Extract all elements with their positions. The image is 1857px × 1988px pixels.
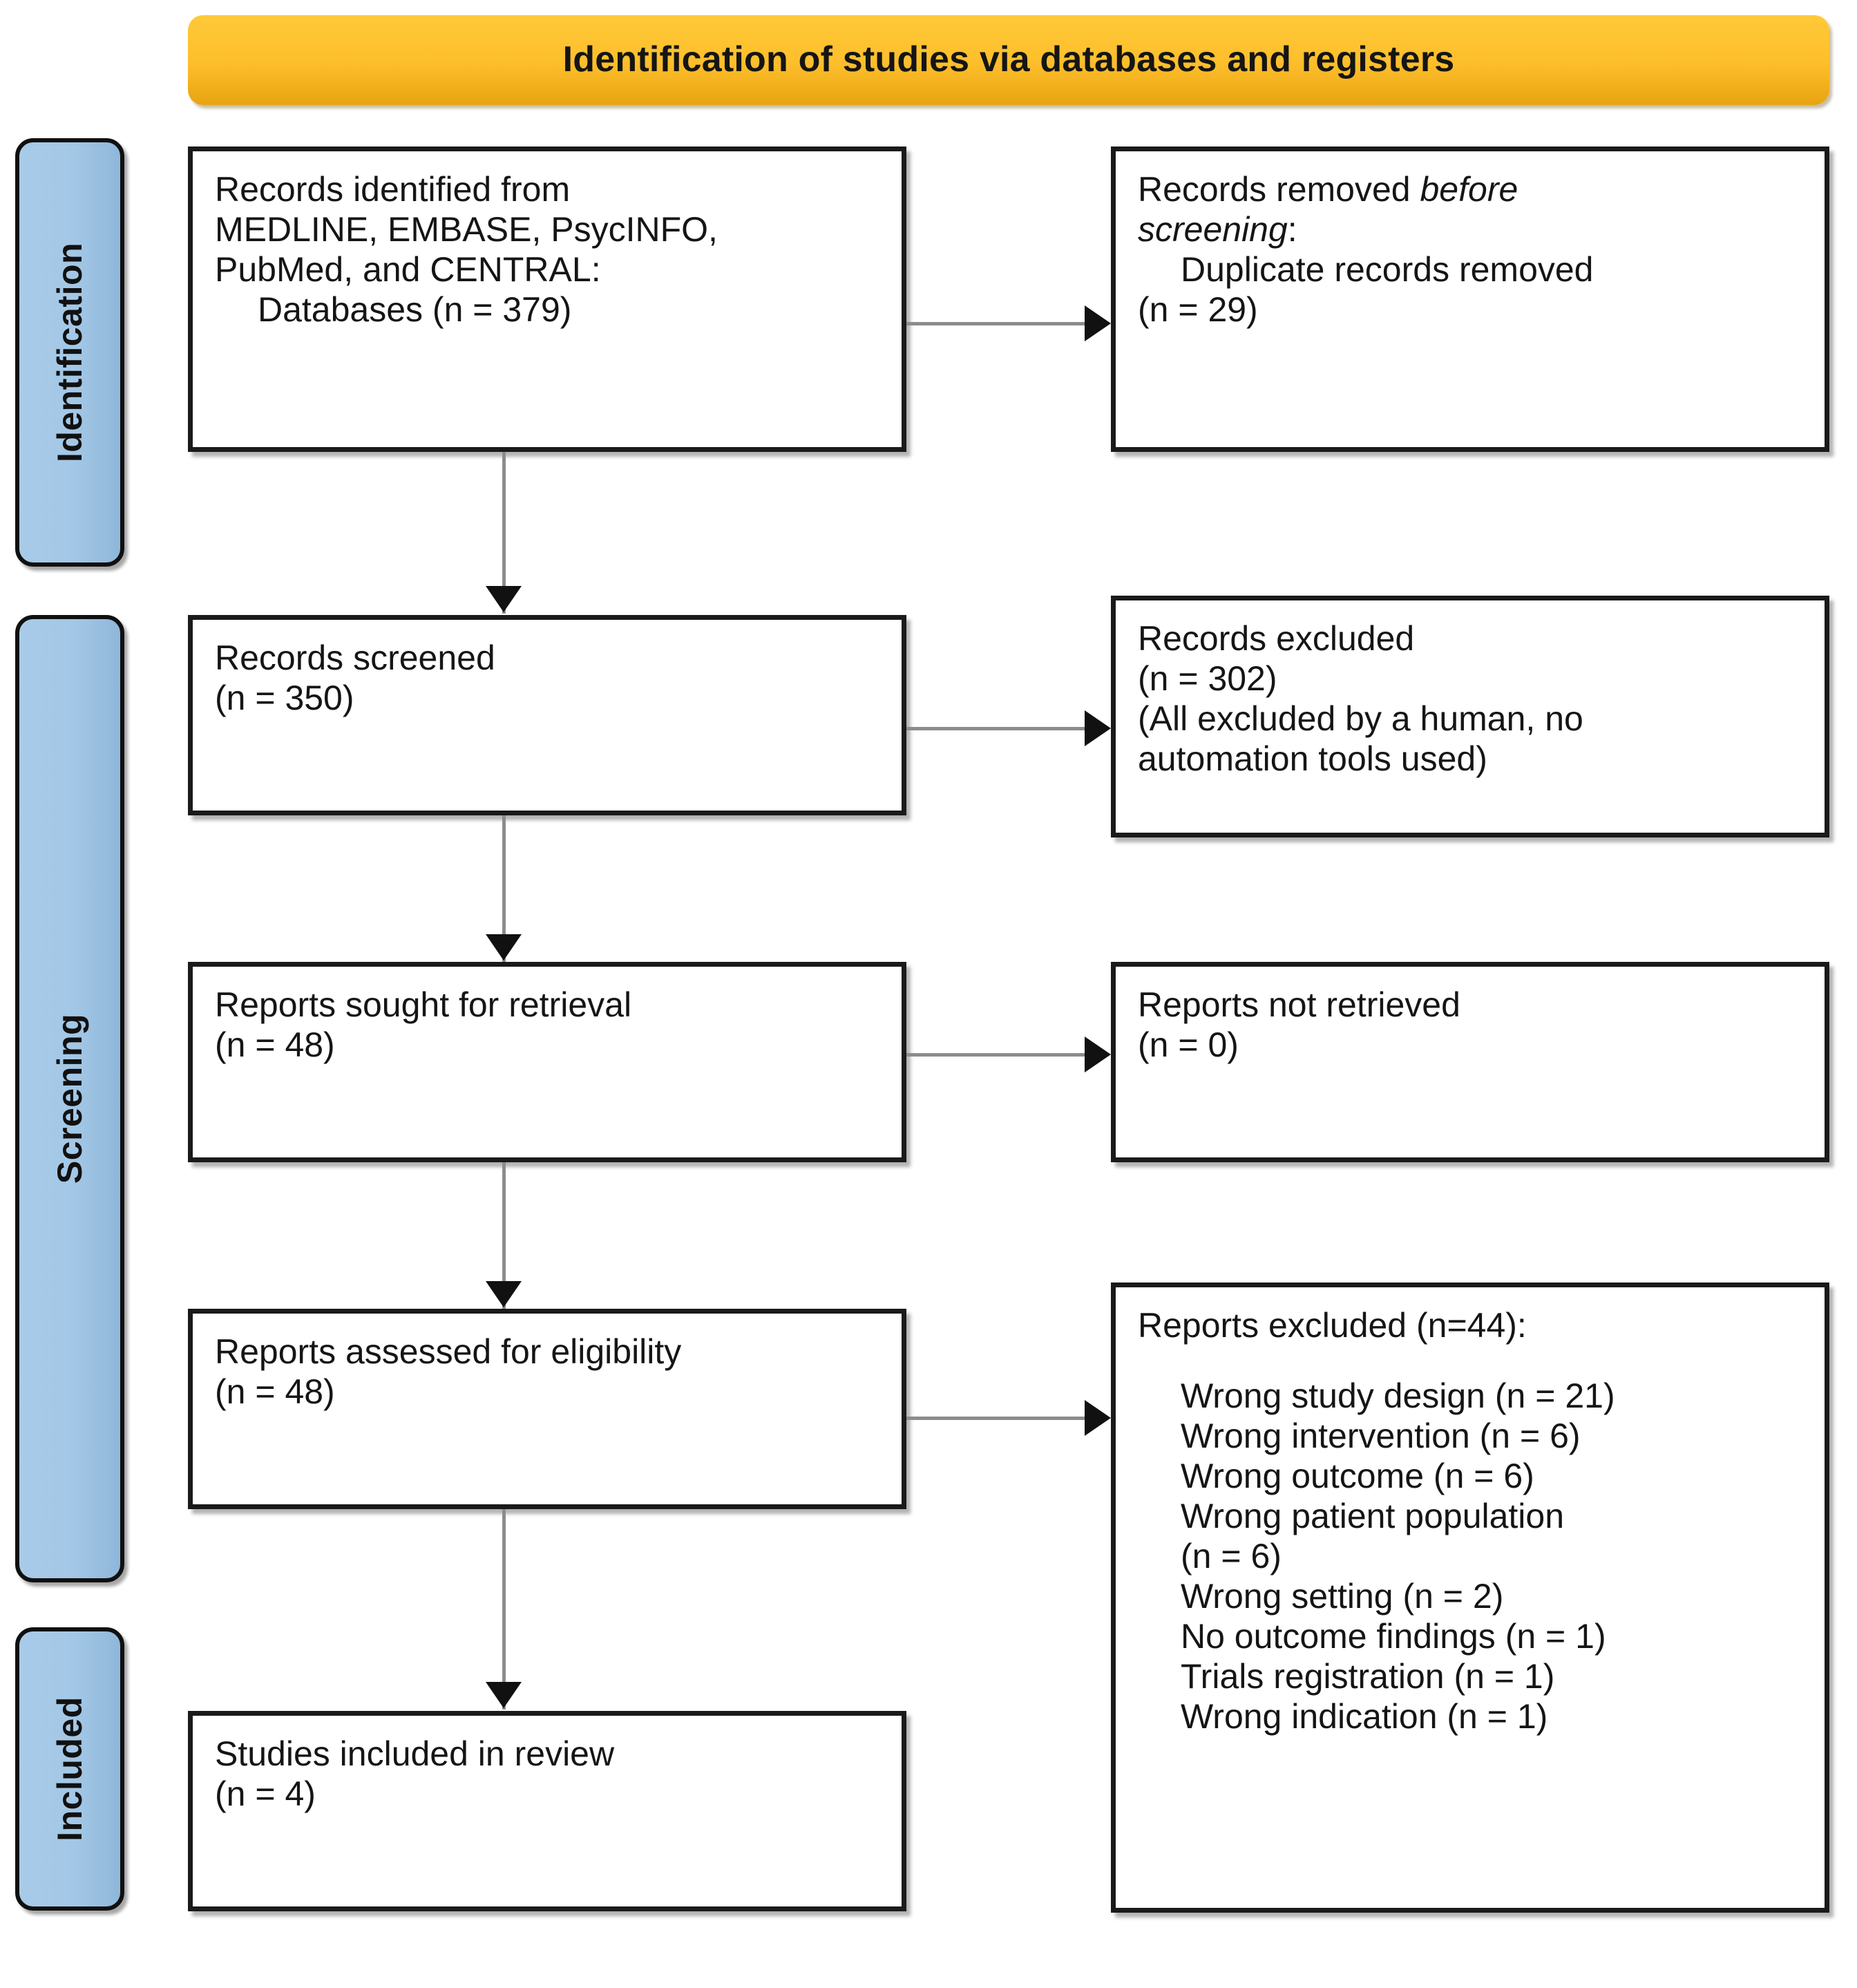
reports-sought-line2: (n = 48) xyxy=(215,1025,335,1064)
reports-excluded-heading: Reports excluded (n=44): xyxy=(1138,1306,1527,1345)
box-records-excluded: Records excluded (n = 302) (All excluded… xyxy=(1111,596,1829,837)
connector-screened-to-excluded xyxy=(906,727,1087,730)
box-records-removed: Records removed before screening: Duplic… xyxy=(1111,146,1829,452)
reports-assessed-line2: (n = 48) xyxy=(215,1372,335,1411)
studies-included-line1: Studies included in review xyxy=(215,1734,615,1773)
reports-excluded-reason: Wrong intervention (n = 6) xyxy=(1181,1417,1581,1455)
reports-excluded-reason: Wrong study design (n = 21) xyxy=(1181,1376,1615,1415)
arrowhead-sought-to-not-retrieved xyxy=(1085,1036,1111,1072)
arrowhead-screened-to-sought xyxy=(486,934,522,960)
connector-screened-to-sought xyxy=(502,815,506,962)
arrowhead-identified-to-screened xyxy=(486,586,522,612)
banner-title: Identification of studies via databases … xyxy=(562,39,1455,80)
reports-assessed-line1: Reports assessed for eligibility xyxy=(215,1332,682,1371)
arrowhead-identified-to-removed xyxy=(1085,305,1111,341)
box-studies-included: Studies included in review (n = 4) xyxy=(188,1711,906,1911)
records-screened-line2: (n = 350) xyxy=(215,679,354,717)
records-removed-line2: screening: xyxy=(1138,209,1807,249)
connector-sought-to-assessed xyxy=(502,1162,506,1309)
reports-not-retrieved-line2: (n = 0) xyxy=(1138,1025,1239,1064)
reports-excluded-reason: Wrong indication (n = 1) xyxy=(1181,1697,1548,1736)
records-removed-line1-text: Records removed xyxy=(1138,170,1420,209)
stage-label-included: Included xyxy=(50,1696,90,1842)
records-excluded-line1: Records excluded xyxy=(1138,619,1415,658)
arrowhead-assessed-to-excluded xyxy=(1085,1400,1111,1436)
records-identified-line3: PubMed, and CENTRAL: xyxy=(215,250,601,289)
box-reports-not-retrieved: Reports not retrieved (n = 0) xyxy=(1111,962,1829,1162)
reports-sought-line1: Reports sought for retrieval xyxy=(215,985,632,1024)
box-reports-excluded: Reports excluded (n=44): Wrong study des… xyxy=(1111,1282,1829,1913)
connector-identified-to-screened xyxy=(502,452,506,614)
records-excluded-line2: (n = 302) xyxy=(1138,659,1277,698)
connector-assessed-to-included xyxy=(502,1509,506,1710)
stage-bar-screening: Screening xyxy=(15,615,124,1582)
arrowhead-assessed-to-included xyxy=(486,1682,522,1708)
reports-excluded-reason: Wrong setting (n = 2) xyxy=(1181,1577,1504,1616)
stage-bar-identification: Identification xyxy=(15,138,124,567)
records-identified-line4: Databases (n = 379) xyxy=(258,290,572,329)
records-screened-line1: Records screened xyxy=(215,638,495,677)
stage-bar-included: Included xyxy=(15,1627,124,1911)
reports-excluded-reason: Trials registration (n = 1) xyxy=(1181,1657,1555,1696)
stage-label-screening: Screening xyxy=(50,1013,89,1184)
box-reports-assessed: Reports assessed for eligibility (n = 48… xyxy=(188,1309,906,1509)
box-reports-sought: Reports sought for retrieval (n = 48) xyxy=(188,962,906,1162)
arrowhead-sought-to-assessed xyxy=(486,1281,522,1307)
records-removed-colon: : xyxy=(1287,210,1297,249)
records-removed-line4: (n = 29) xyxy=(1138,290,1258,329)
records-removed-before-italic: before xyxy=(1420,170,1518,209)
stage-label-identification: Identification xyxy=(50,242,90,463)
studies-included-line2: (n = 4) xyxy=(215,1774,316,1813)
reports-not-retrieved-line1: Reports not retrieved xyxy=(1138,985,1460,1024)
connector-sought-to-not-retrieved xyxy=(906,1053,1087,1057)
records-removed-line3: Duplicate records removed xyxy=(1181,250,1594,289)
records-removed-line1: Records removed before xyxy=(1138,169,1807,209)
connector-identified-to-removed xyxy=(906,322,1087,325)
reports-excluded-reason: Wrong outcome (n = 6) xyxy=(1181,1457,1534,1495)
box-records-screened: Records screened (n = 350) xyxy=(188,615,906,815)
reports-excluded-reason: (n = 6) xyxy=(1181,1537,1282,1575)
reports-excluded-spacer xyxy=(1138,1345,1807,1376)
records-identified-line1: Records identified from xyxy=(215,170,571,209)
arrowhead-screened-to-excluded xyxy=(1085,710,1111,746)
box-records-identified: Records identified from MEDLINE, EMBASE,… xyxy=(188,146,906,452)
reports-excluded-reason: No outcome findings (n = 1) xyxy=(1181,1617,1606,1656)
diagram-header-banner: Identification of studies via databases … xyxy=(188,15,1829,105)
records-excluded-line3: (All excluded by a human, no xyxy=(1138,699,1583,738)
records-excluded-line4: automation tools used) xyxy=(1138,739,1487,778)
records-identified-line2: MEDLINE, EMBASE, PsycINFO, xyxy=(215,210,718,249)
reports-excluded-reason: Wrong patient population xyxy=(1181,1497,1565,1535)
records-removed-screening-italic: screening xyxy=(1138,210,1288,249)
connector-assessed-to-excluded xyxy=(906,1417,1087,1420)
